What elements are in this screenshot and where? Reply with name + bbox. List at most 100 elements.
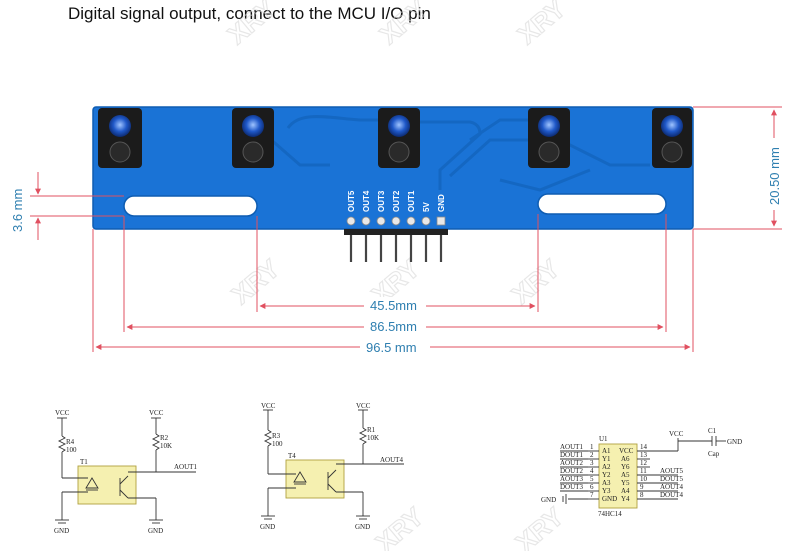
chip-pin: A1 — [602, 447, 611, 455]
signal-label: DOUT4 — [660, 491, 683, 499]
ir-sensor — [98, 108, 142, 168]
dim-inner-spacing: 45.5mm — [370, 298, 417, 313]
watermark: XRY — [370, 501, 430, 551]
chip-pin: Y3 — [602, 487, 611, 495]
vcc-label: VCC — [261, 402, 276, 410]
ir-sensor — [232, 108, 274, 168]
ir-sensor — [528, 108, 570, 168]
signal-label: AOUT5 — [660, 467, 683, 475]
mounting-slot-left — [123, 195, 258, 217]
capacitor-name: C1 — [708, 427, 717, 435]
pin-labels: OUT5 OUT4 OUT3 OUT2 OUT1 5V GND — [347, 190, 446, 212]
chip-pin: Y2 — [602, 471, 611, 479]
signal-label: DOUT3 — [560, 483, 583, 491]
vcc-label: VCC — [55, 409, 70, 417]
mounting-slot-right — [537, 193, 667, 215]
chip-pin: GND — [602, 495, 617, 503]
signal-label: DOUT1 — [560, 451, 583, 459]
pin-label: 5V — [422, 202, 431, 212]
resistor-value: 100 — [272, 440, 283, 448]
output-net: AOUT1 — [174, 463, 197, 471]
pin-number: 6 — [590, 483, 594, 491]
signal-label: AOUT3 — [560, 475, 583, 483]
chip-part: 74HC14 — [598, 510, 622, 518]
vcc-label: VCC — [356, 402, 371, 410]
pin-label: OUT4 — [362, 190, 371, 212]
chip-pin: A4 — [621, 487, 630, 495]
vcc-label: VCC — [149, 409, 164, 417]
watermark: XRY — [506, 253, 566, 310]
chip-name: U1 — [599, 435, 608, 443]
vcc-label: VCC — [669, 430, 684, 438]
dim-hole-height: 3.6 mm — [10, 189, 25, 232]
dimension-labels: 45.5mm 86.5mm 96.5 mm 3.6 mm 20.50 mm — [10, 138, 782, 355]
signal-label: AOUT2 — [560, 459, 583, 467]
resistor-value: 100 — [66, 446, 77, 454]
resistor-value: 10K — [367, 434, 379, 442]
pin-number: 4 — [590, 467, 594, 475]
ir-sensor — [378, 108, 420, 168]
part-name: T1 — [80, 458, 88, 466]
gnd-label: GND — [260, 523, 275, 531]
chip-pin: Y5 — [621, 479, 630, 487]
pin-number: 3 — [590, 459, 594, 467]
pin-number: 2 — [590, 451, 594, 459]
pin-label: OUT3 — [377, 190, 386, 212]
resistor-name: R4 — [66, 438, 75, 446]
gnd-label: GND — [727, 438, 742, 446]
resistor-value: 10K — [160, 442, 172, 450]
pin-number: 7 — [590, 491, 594, 499]
watermark: XRY — [226, 253, 286, 310]
signal-label: AOUT1 — [560, 443, 583, 451]
watermarks: XRY XRY XRY XRY XRY XRY XRY XRY — [221, 0, 572, 551]
ir-sensor — [652, 108, 692, 168]
signal-label: DOUT5 — [660, 475, 683, 483]
schematic-1-labels: VCC VCC R4 100 R2 10K T1 AOUT1 GND GND — [54, 409, 197, 535]
resistor-name: R1 — [367, 426, 376, 434]
dim-total-width: 96.5 mm — [366, 340, 417, 355]
pin-label: OUT2 — [392, 190, 401, 212]
gnd-label: GND — [541, 496, 556, 504]
signal-label: AOUT4 — [660, 483, 683, 491]
schematic-2-labels: VCC VCC R3 100 R1 10K T4 AOUT4 GND GND — [260, 402, 403, 531]
pin-number: 13 — [640, 451, 648, 459]
watermark: XRY — [222, 0, 282, 50]
resistor-name: R3 — [272, 432, 281, 440]
chip-pin: VCC — [619, 447, 634, 455]
chip-pin: A5 — [621, 471, 630, 479]
schematic-sensor-2 — [261, 409, 404, 520]
pin-number: 12 — [640, 459, 648, 467]
pin-number: 11 — [640, 467, 647, 475]
pin-number: 9 — [640, 483, 644, 491]
dim-mid-spacing: 86.5mm — [370, 319, 417, 334]
pin-number: 1 — [590, 443, 594, 451]
pin-number: 8 — [640, 491, 644, 499]
schematic-3-labels: U1 74HC14 AOUT1 DOUT1 AOUT2 DOUT2 AOUT3 … — [541, 427, 742, 518]
chip-pin: A3 — [602, 479, 611, 487]
output-net: AOUT4 — [380, 456, 403, 464]
signal-label: DOUT2 — [560, 467, 583, 475]
caption: Digital signal output, connect to the MC… — [68, 4, 431, 23]
part-name: T4 — [288, 452, 296, 460]
watermark: XRY — [510, 501, 570, 551]
watermark: XRY — [512, 0, 572, 50]
pin-number: 10 — [640, 475, 648, 483]
dim-board-height: 20.50 mm — [767, 147, 782, 205]
gnd-label: GND — [355, 523, 370, 531]
pin-pads — [346, 216, 446, 226]
sensor-board: OUT5 OUT4 OUT3 OUT2 OUT1 5V GND — [92, 106, 694, 262]
pin-label: OUT1 — [407, 190, 416, 212]
gnd-label: GND — [54, 527, 69, 535]
pin-label: OUT5 — [347, 190, 356, 212]
resistor-name: R2 — [160, 434, 169, 442]
pin-label: GND — [437, 194, 446, 212]
gnd-label: GND — [148, 527, 163, 535]
chip-pin: Y1 — [602, 455, 611, 463]
chip-pin: A6 — [621, 455, 630, 463]
header-strip — [344, 229, 448, 235]
pin-number: 14 — [640, 443, 648, 451]
capacitor-label: Cap — [708, 450, 720, 458]
chip-pin: Y4 — [621, 495, 630, 503]
chip-pin: Y6 — [621, 463, 630, 471]
schematic-inverter — [560, 436, 726, 509]
